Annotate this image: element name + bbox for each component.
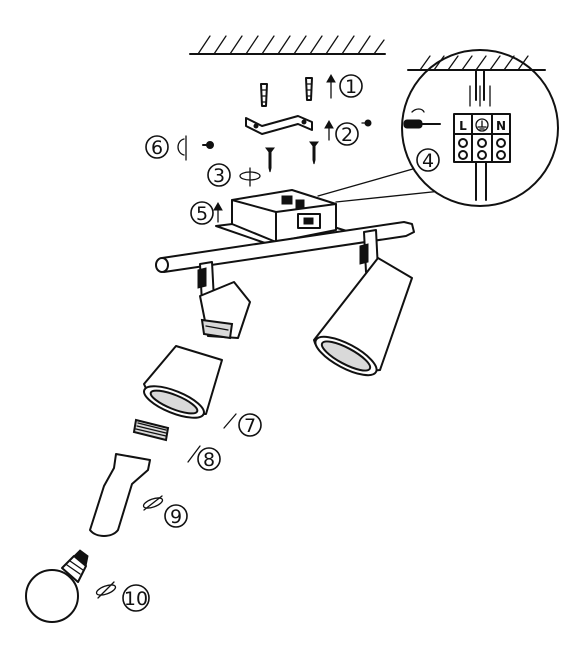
rotate-icon — [177, 135, 187, 161]
arrow-up-icon — [326, 73, 336, 99]
step-6-number: 6 — [151, 137, 163, 159]
rotate-icon — [239, 167, 261, 187]
screwdriver-icon — [403, 108, 441, 129]
spot-bar — [155, 221, 415, 273]
step-4-marker: 4 — [416, 148, 440, 172]
arrow-up-icon — [324, 119, 334, 141]
step-3-marker: 3 — [207, 163, 231, 187]
rotate-icon — [142, 495, 164, 511]
terminal-neutral-label: N — [496, 119, 506, 133]
step-7-marker: 7 — [238, 413, 262, 437]
step-7-number: 7 — [244, 415, 256, 437]
terminal-live-label: L — [459, 119, 467, 133]
rotate-icon — [95, 581, 117, 599]
light-bulb — [25, 549, 89, 623]
arrow-icon — [187, 445, 201, 463]
step-2-marker: 2 — [335, 122, 359, 146]
step-4-number: 4 — [422, 150, 434, 172]
step-5-marker: 5 — [190, 201, 214, 225]
threaded-ring — [132, 418, 170, 442]
step-1-marker: 1 — [339, 74, 363, 98]
junction-box — [215, 189, 351, 245]
step-10-marker: 10 — [122, 584, 150, 612]
spot-shade-right — [313, 257, 413, 377]
step-3-number: 3 — [213, 165, 225, 187]
mounting-screw-right — [309, 141, 319, 165]
step-9-number: 9 — [170, 506, 182, 528]
step-2-number: 2 — [341, 124, 353, 146]
earth-icon — [475, 118, 489, 132]
lamp-sleeve — [89, 453, 151, 537]
ceiling — [189, 35, 386, 55]
screw-icon — [202, 141, 214, 149]
step-1-number: 1 — [345, 76, 357, 98]
spot-socket-left — [199, 281, 251, 340]
wall-plug-right — [305, 77, 313, 101]
step-10-number: 10 — [124, 588, 148, 610]
mounting-bracket — [245, 115, 313, 135]
arrow-up-icon — [213, 201, 223, 223]
small-screw-icon — [361, 119, 372, 127]
step-8-marker: 8 — [197, 447, 221, 471]
step-8-number: 8 — [203, 449, 215, 471]
mounting-screw-left — [265, 147, 275, 173]
wiring-detail: L N — [401, 49, 559, 207]
step-9-marker: 9 — [164, 504, 188, 528]
step-5-number: 5 — [196, 203, 208, 225]
arrow-icon — [223, 413, 237, 429]
wall-plug-left — [260, 83, 268, 107]
spot-shade-left — [143, 345, 223, 419]
step-6-marker: 6 — [145, 135, 169, 159]
